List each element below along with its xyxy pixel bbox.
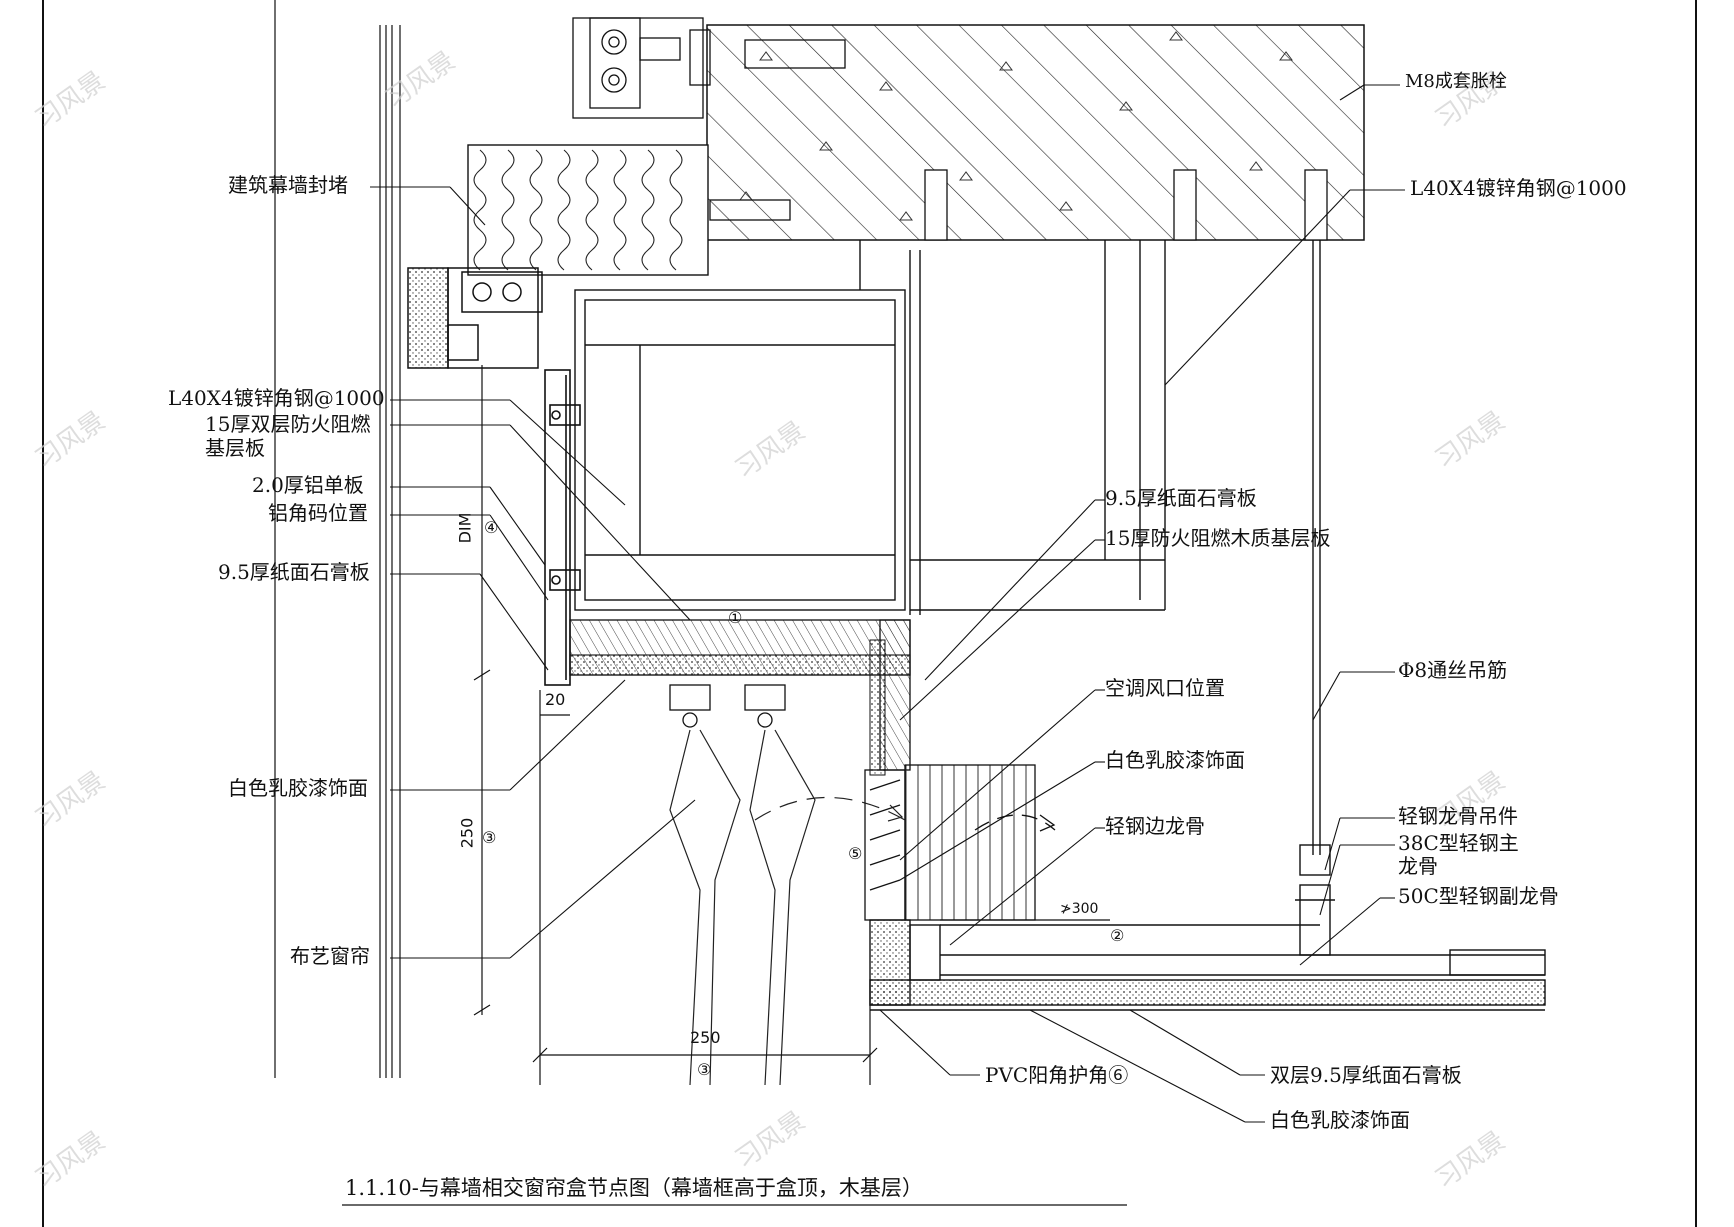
label-hanger-rod: Φ8通丝吊筋 (1398, 658, 1508, 682)
label-gypsum-left: 9.5厚纸面石膏板 (218, 560, 370, 584)
label-white-paint-left: 白色乳胶漆饰面 (228, 776, 368, 800)
dim-250-horizontal: 250 (690, 1028, 721, 1047)
label-main-keel: 38C型轻钢主 (1398, 831, 1519, 855)
label-white-paint-mid: 白色乳胶漆饰面 (1105, 748, 1245, 772)
label-wood-base-mid: 15厚防火阻燃木质基层板 (1105, 526, 1331, 550)
label-angle-steel-right: L40X4镀锌角钢@1000 (1410, 176, 1627, 200)
label-m8-bolt: M8成套胀栓 (1405, 71, 1507, 92)
label-double-gypsum: 双层9.5厚纸面石膏板 (1270, 1063, 1462, 1087)
curtain-track (669, 684, 786, 728)
label-aluminum-corner: 铝角码位置 (268, 501, 368, 525)
aluminum-panel (544, 369, 581, 686)
box-frame (574, 240, 1166, 615)
label-fireproof-board-2: 基层板 (205, 436, 265, 460)
wood-base-board (569, 619, 911, 776)
dim-label: DIM (455, 512, 475, 544)
mullion-profile (407, 267, 543, 369)
leader-lines (370, 84, 1405, 1123)
label-light-steel-edge: 轻钢边龙骨 (1105, 814, 1205, 838)
curtain-wall (274, 0, 401, 1078)
dim-20: 20 (545, 690, 566, 709)
dim-250-vertical: 250 (457, 817, 477, 849)
dim-300: ≯300 (1060, 901, 1099, 917)
dimension-lines (473, 365, 1110, 1085)
label-pvc-corner: PVC阳角护角⑥ (985, 1063, 1129, 1087)
concrete-slab (706, 24, 1365, 241)
label-ac-vent: 空调风口位置 (1105, 676, 1225, 700)
label-white-paint-bottom: 白色乳胶漆饰面 (1270, 1108, 1410, 1132)
label-angle-steel-left: L40X4镀锌角钢@1000 (168, 386, 385, 410)
bracket-assembly (572, 17, 846, 221)
label-fabric-curtain: 布艺窗帘 (290, 944, 370, 968)
hanger-rod (1295, 240, 1335, 956)
label-curtain-wall-seal: 建筑幕墙封堵 (228, 173, 348, 197)
label-fireproof-board: 15厚双层防火阻燃 (205, 412, 371, 436)
circle-4: ④ (484, 518, 499, 537)
label-main-keel-2: 龙骨 (1398, 854, 1438, 878)
ac-vent (864, 764, 1056, 921)
circle-2: ② (1110, 926, 1125, 945)
label-gypsum-mid: 9.5厚纸面石膏板 (1105, 486, 1257, 510)
label-hanger-clip: 轻钢龙骨吊件 (1398, 804, 1518, 828)
circle-1: ① (728, 608, 743, 627)
ceiling-system (869, 919, 1546, 1011)
label-aluminum-panel: 2.0厚铝单板 (252, 473, 364, 497)
fire-insulation (467, 144, 709, 276)
page-title: 1.1.10-与幕墙相交窗帘盒节点图（幕墙框高于盒顶，木基层） (345, 1176, 923, 1200)
circle-3-horizontal: ③ (697, 1060, 712, 1079)
label-sub-keel: 50C型轻钢副龙骨 (1398, 884, 1559, 908)
fabric-curtain (669, 729, 906, 1086)
circle-5: ⑤ (848, 844, 863, 863)
circle-3-vertical: ③ (482, 828, 497, 847)
